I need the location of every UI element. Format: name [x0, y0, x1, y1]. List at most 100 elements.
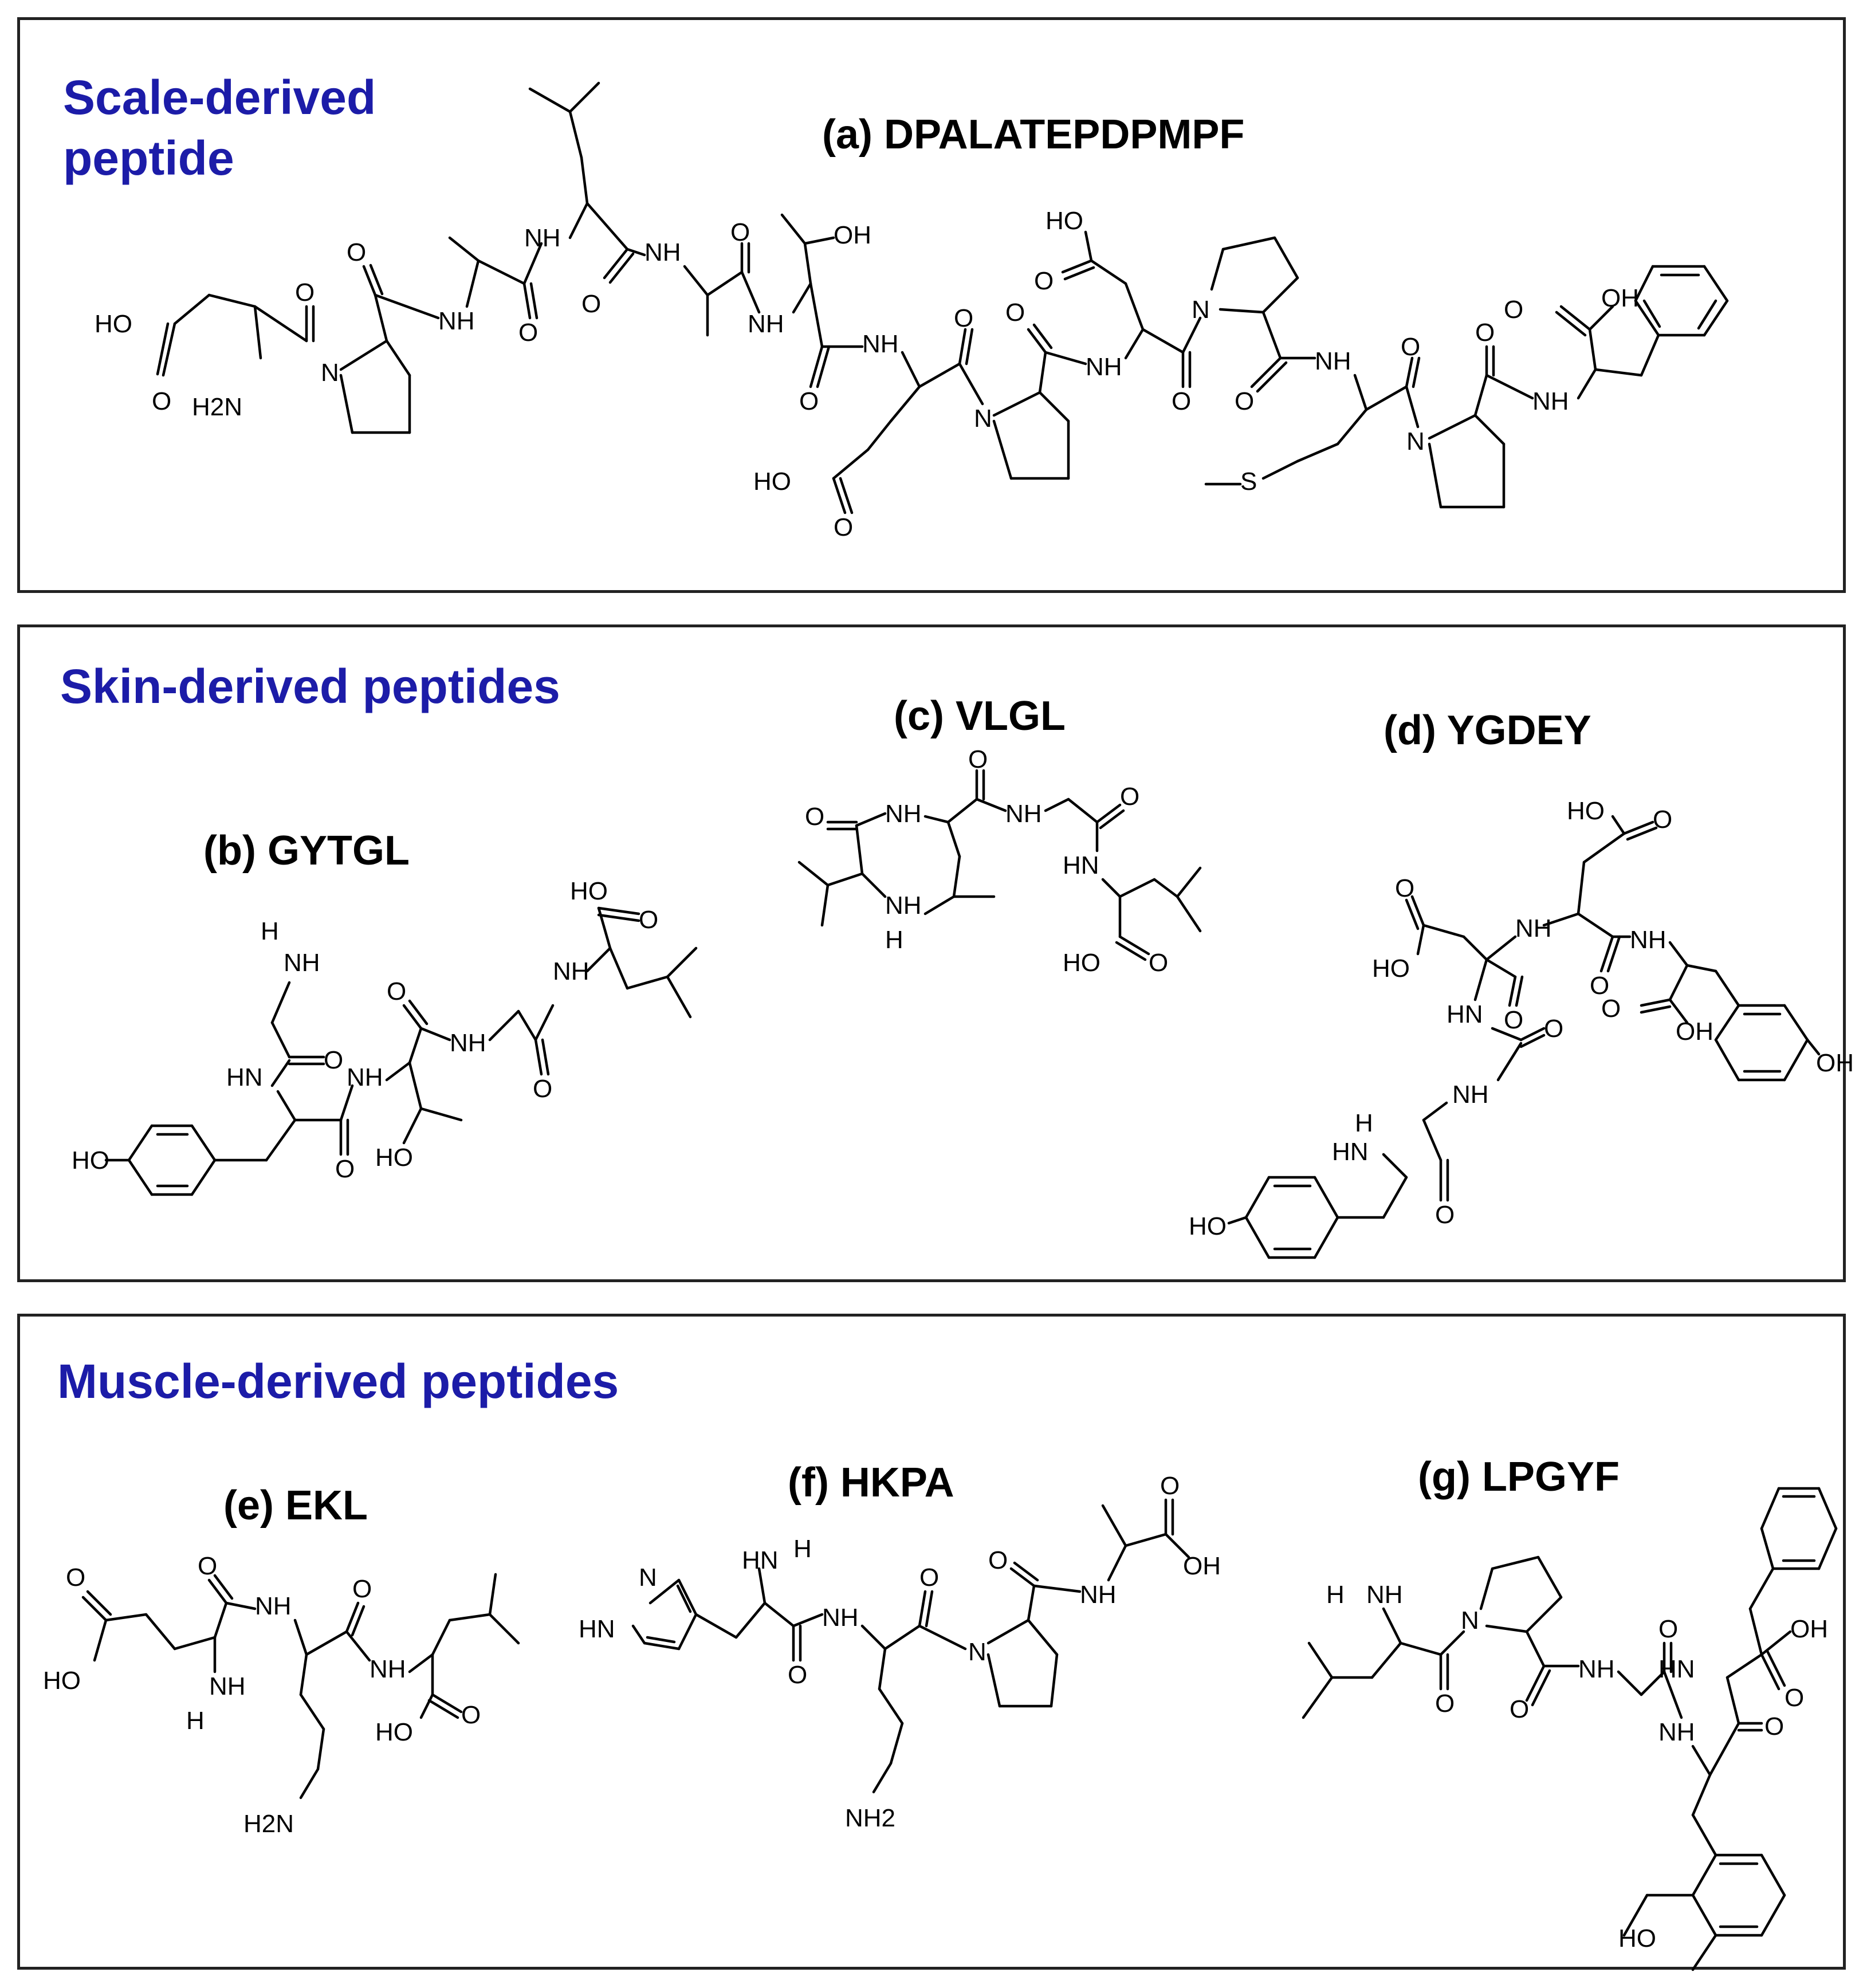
- molecule-f: N HN HN H O NH NH2 O N O: [579, 1472, 1221, 1832]
- atom-o: O: [1475, 319, 1495, 347]
- atom-h: H: [1326, 1581, 1345, 1609]
- atom-ho: HO: [570, 877, 608, 905]
- atom-h: H: [885, 926, 903, 954]
- atom-nh: NH: [450, 1029, 486, 1057]
- atom-nh: NH: [1005, 800, 1042, 828]
- atom-ho: HO: [95, 310, 132, 338]
- atom-ho: HO: [753, 467, 791, 496]
- atom-o: O: [805, 803, 824, 831]
- atom-o: O: [919, 1563, 939, 1592]
- atom-o: O: [834, 513, 853, 541]
- atom-hn: HN: [226, 1063, 263, 1091]
- atom-s: S: [1240, 467, 1257, 496]
- atom-nh: NH: [553, 957, 589, 985]
- atom-o: O: [533, 1075, 552, 1103]
- atom-ho: HO: [375, 1144, 413, 1172]
- structures-muscle: O HO NH H O NH H2N O NH: [43, 1472, 1838, 1971]
- atom-hn: HN: [742, 1546, 779, 1574]
- atom-o: O: [968, 745, 988, 773]
- atom-o: O: [347, 238, 366, 266]
- peptide-label-f: (f) HKPA: [788, 1460, 954, 1506]
- peptide-label-e: (e) EKL: [223, 1483, 368, 1529]
- atom-nh: NH: [438, 307, 475, 335]
- molecule-d: HO O NH O NH OH O OH: [1189, 797, 1854, 1259]
- atom-nh: NH: [1532, 387, 1569, 415]
- atom-nh: NH: [524, 224, 561, 252]
- atom-nh2: NH2: [845, 1804, 895, 1832]
- peptide-label-d: (d) YGDEY: [1384, 708, 1591, 753]
- atom-o: O: [1235, 387, 1254, 415]
- atom-oh: OH: [1790, 1615, 1828, 1643]
- molecule-b: H NH O HN O HO NH HO O: [72, 877, 698, 1196]
- molecule-g: H NH O N O NH O NH: [1302, 1487, 1838, 1971]
- atom-nh: NH: [1452, 1081, 1489, 1109]
- atom-oh: OH: [1676, 1017, 1713, 1046]
- atom-n: N: [1192, 296, 1210, 324]
- molecule-c: O NH NH H O NH O HN: [797, 745, 1202, 977]
- atom-o: O: [1590, 972, 1609, 1000]
- atom-nh: NH: [748, 310, 784, 338]
- atom-o: O: [1510, 1695, 1529, 1723]
- atom-nh: NH: [1630, 926, 1667, 954]
- atom-nh: NH: [1086, 353, 1122, 381]
- atom-n: N: [1406, 427, 1425, 455]
- peptide-label-g: (g) LPGYF: [1418, 1454, 1620, 1500]
- atom-o: O: [581, 290, 601, 318]
- molecule-a: HO O H2N O N O NH O NH: [95, 81, 1729, 541]
- atom-ho: HO: [1372, 954, 1410, 983]
- atom-o: O: [1395, 874, 1414, 902]
- atom-nh: NH: [284, 949, 320, 977]
- atom-nh: NH: [1578, 1655, 1615, 1683]
- atom-nh: NH: [1366, 1581, 1403, 1609]
- atom-oh: OH: [1183, 1552, 1221, 1580]
- atom-h: H: [793, 1535, 812, 1563]
- atom-ho: HO: [1618, 1924, 1656, 1952]
- atom-o: O: [954, 304, 973, 332]
- atom-o: O: [1601, 995, 1621, 1023]
- atom-hn: HN: [579, 1615, 615, 1643]
- atom-n: N: [1461, 1606, 1479, 1635]
- atom-o: O: [1435, 1690, 1455, 1718]
- panel-muscle-derived: Muscle-derived peptides (e) EKL (f) HKPA…: [17, 1314, 1846, 1971]
- atom-o: O: [66, 1563, 85, 1592]
- structure-dpalatepdpmpf: HO O H2N O N O NH O NH: [95, 81, 1729, 541]
- atom-nh: NH: [822, 1604, 859, 1632]
- section-title-scale: Scale-derived peptide: [63, 70, 376, 185]
- atom-o: O: [198, 1552, 217, 1580]
- atom-o: O: [1149, 949, 1168, 977]
- atom-o: O: [730, 218, 750, 246]
- atom-ho: HO: [1046, 207, 1083, 235]
- atom-o: O: [1172, 387, 1191, 415]
- molecule-e: O HO NH H O NH H2N O NH: [43, 1552, 520, 1838]
- atom-h: H: [261, 917, 279, 945]
- atom-ho: HO: [72, 1146, 109, 1174]
- atom-o: O: [788, 1661, 807, 1689]
- atom-o: O: [1653, 806, 1672, 834]
- atom-nh: NH: [370, 1655, 406, 1683]
- atom-o: O: [1658, 1615, 1678, 1643]
- peptide-label-b: (b) GYTGL: [203, 828, 410, 874]
- atom-o: O: [1401, 333, 1420, 361]
- panel-scale-derived: Scale-derived peptide (a) DPALATEPDPMPF …: [17, 17, 1846, 593]
- panel-skin-derived: Skin-derived peptides (b) GYTGL (c) VLGL…: [17, 624, 1854, 1282]
- atom-ho: HO: [43, 1667, 81, 1695]
- atom-o: O: [387, 977, 406, 1005]
- atom-ho: HO: [375, 1718, 413, 1746]
- atom-nh: NH: [347, 1063, 383, 1091]
- atom-oh: OH: [1601, 284, 1639, 312]
- peptide-label-c: (c) VLGL: [894, 693, 1066, 739]
- atom-o: O: [1544, 1015, 1563, 1043]
- atom-nh: NH: [1080, 1581, 1117, 1609]
- atom-o: O: [324, 1046, 343, 1074]
- atom-h2n: H2N: [192, 393, 242, 421]
- atom-o: O: [1504, 296, 1523, 324]
- atom-o: O: [1005, 298, 1025, 327]
- atom-o: O: [1120, 783, 1139, 811]
- atom-hn: HN: [1063, 851, 1099, 879]
- atom-ho: HO: [1189, 1212, 1227, 1240]
- atom-h2n: H2N: [243, 1810, 294, 1838]
- atom-n: N: [974, 404, 992, 433]
- peptide-label-a: (a) DPALATEPDPMPF: [822, 112, 1245, 158]
- atom-nh: NH: [862, 330, 899, 358]
- atom-o: O: [335, 1155, 355, 1183]
